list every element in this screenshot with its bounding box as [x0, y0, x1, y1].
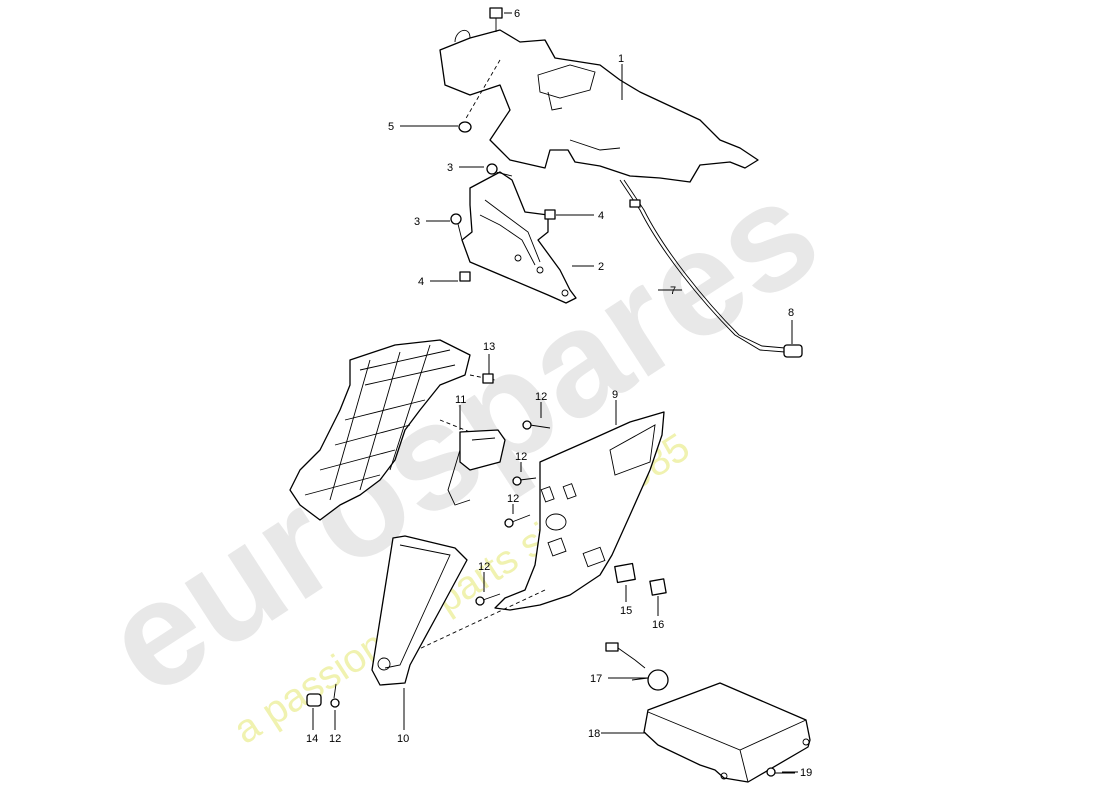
- callout-15: 15: [620, 605, 632, 617]
- callout-12a: 12: [535, 391, 547, 403]
- part-7-cable: [619, 179, 786, 353]
- callout-1: 1: [618, 53, 624, 65]
- callout-5: 5: [388, 121, 394, 133]
- callout-16: 16: [652, 619, 664, 631]
- part-10-side-panel: [371, 535, 468, 686]
- part-18-tray: [643, 682, 811, 783]
- callout-14: 14: [306, 733, 318, 745]
- part-12-screw-b: [512, 476, 537, 486]
- callout-4b: 4: [418, 276, 424, 288]
- leader-lines: [312, 12, 798, 773]
- callout-12b: 12: [515, 451, 527, 463]
- part-11-bracket: [447, 429, 506, 506]
- part-1-dash-panel: [439, 29, 759, 183]
- callout-4a: 4: [598, 210, 604, 222]
- part-5-nut: [458, 121, 472, 133]
- part-17-lamp: [605, 642, 669, 691]
- callout-labels: 1 2 3 3 4 4 5 6 7 8 9 10 11 12 12 12 12 …: [306, 8, 812, 779]
- part-13-clip: [482, 373, 494, 384]
- part-6-clip: [489, 7, 503, 32]
- callout-12d: 12: [478, 561, 490, 573]
- part-3-screw-lower: [450, 213, 463, 241]
- callout-6: 6: [514, 8, 520, 20]
- part-14-cap: [306, 693, 322, 707]
- part-4-clip-upper: [544, 209, 556, 220]
- part-2-bracket: [461, 171, 577, 304]
- callout-9: 9: [612, 389, 618, 401]
- console-frame: [289, 339, 496, 521]
- part-19-screw: [766, 767, 795, 777]
- callout-3a: 3: [447, 162, 453, 174]
- callout-7: 7: [670, 285, 676, 297]
- part-12-screw-e: [330, 683, 340, 708]
- part-3-screw-upper: [486, 163, 513, 177]
- callout-12c: 12: [507, 493, 519, 505]
- callout-8: 8: [788, 307, 794, 319]
- part-15-switch: [614, 562, 636, 584]
- callout-11: 11: [455, 394, 466, 406]
- callout-12e: 12: [329, 733, 341, 745]
- callout-2: 2: [598, 261, 604, 273]
- part-12-screw-a: [522, 420, 551, 430]
- callout-3b: 3: [414, 216, 420, 228]
- part-16-cover: [649, 578, 667, 596]
- callout-13: 13: [483, 341, 495, 353]
- callout-10: 10: [397, 733, 409, 745]
- part-8-connector: [783, 344, 803, 358]
- callout-19: 19: [800, 767, 812, 779]
- part-4-clip-lower: [459, 271, 471, 282]
- part-12-screw-c: [504, 514, 531, 528]
- part-9-console-trim: [384, 411, 665, 666]
- part-12-screw-d: [475, 593, 501, 606]
- callout-18: 18: [588, 728, 600, 740]
- callout-17: 17: [590, 673, 602, 685]
